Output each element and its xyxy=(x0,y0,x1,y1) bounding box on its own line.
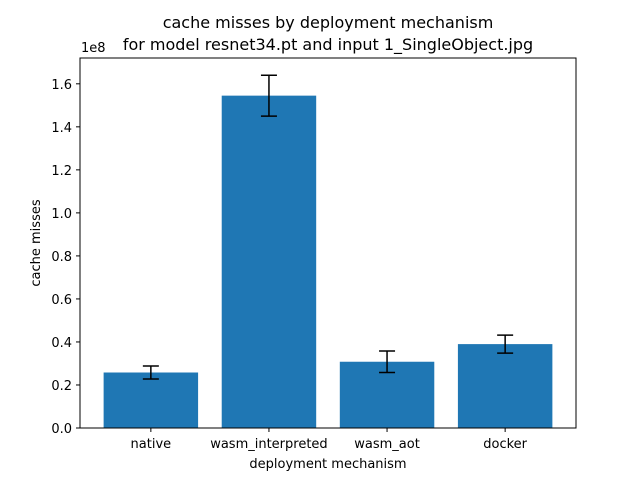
bar-docker xyxy=(457,344,553,428)
x-tick-label: wasm_aot xyxy=(354,437,420,452)
y-tick-label: 0.2 xyxy=(51,379,72,394)
y-tick-label: 0.8 xyxy=(51,250,72,265)
y-tick-label: 1.6 xyxy=(51,78,72,93)
y-tick-label: 1.2 xyxy=(51,164,72,179)
bar-native xyxy=(103,372,199,428)
y-axis-label: cache misses xyxy=(29,199,44,286)
y-tick-label: 0.0 xyxy=(51,422,72,437)
y-tick-label: 1.0 xyxy=(51,207,72,222)
plot-frame xyxy=(79,57,577,429)
y-offset-label: 1e8 xyxy=(81,41,106,56)
x-tick-label: wasm_interpreted xyxy=(210,437,327,452)
y-tick-label: 1.4 xyxy=(51,121,72,136)
x-axis: native wasm_interpreted wasm_aot docker xyxy=(131,428,528,452)
x-tick-label: native xyxy=(131,437,172,452)
y-axis: 0.0 0.2 0.4 0.6 0.8 1.0 1.2 1.4 1.6 xyxy=(51,78,80,437)
error-bars xyxy=(142,74,514,380)
y-tick-label: 0.4 xyxy=(51,336,72,351)
x-tick-label: docker xyxy=(483,437,527,452)
y-tick-label: 0.6 xyxy=(51,293,72,308)
x-axis-label: deployment mechanism xyxy=(249,457,406,472)
chart-subtitle: for model resnet34.pt and input 1_Single… xyxy=(123,35,533,55)
chart-title: cache misses by deployment mechanism xyxy=(163,13,494,32)
bar-wasm-interpreted xyxy=(221,95,317,428)
